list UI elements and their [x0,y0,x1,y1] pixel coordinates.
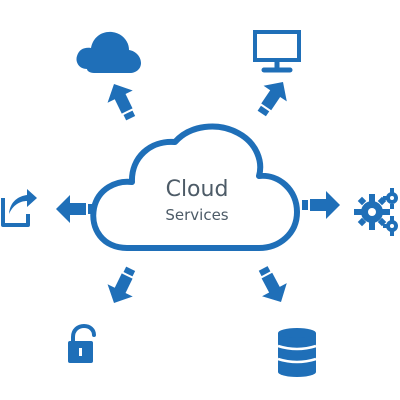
arrow-right [302,191,340,219]
center-title: Cloud [166,177,229,202]
arrow-top-right [250,74,295,122]
share-icon [1,189,37,227]
arrow-bottom-left [101,262,144,310]
cloud-icon [76,31,141,73]
arrow-top-left [101,77,144,125]
unlock-icon [68,323,96,363]
database-icon [277,328,317,377]
center-subtitle: Services [165,206,228,224]
arrow-left [56,195,94,223]
arrow-bottom-right [250,261,294,309]
monitor-icon [253,30,301,73]
center-cloud [90,123,300,251]
gears-icon [354,188,398,236]
